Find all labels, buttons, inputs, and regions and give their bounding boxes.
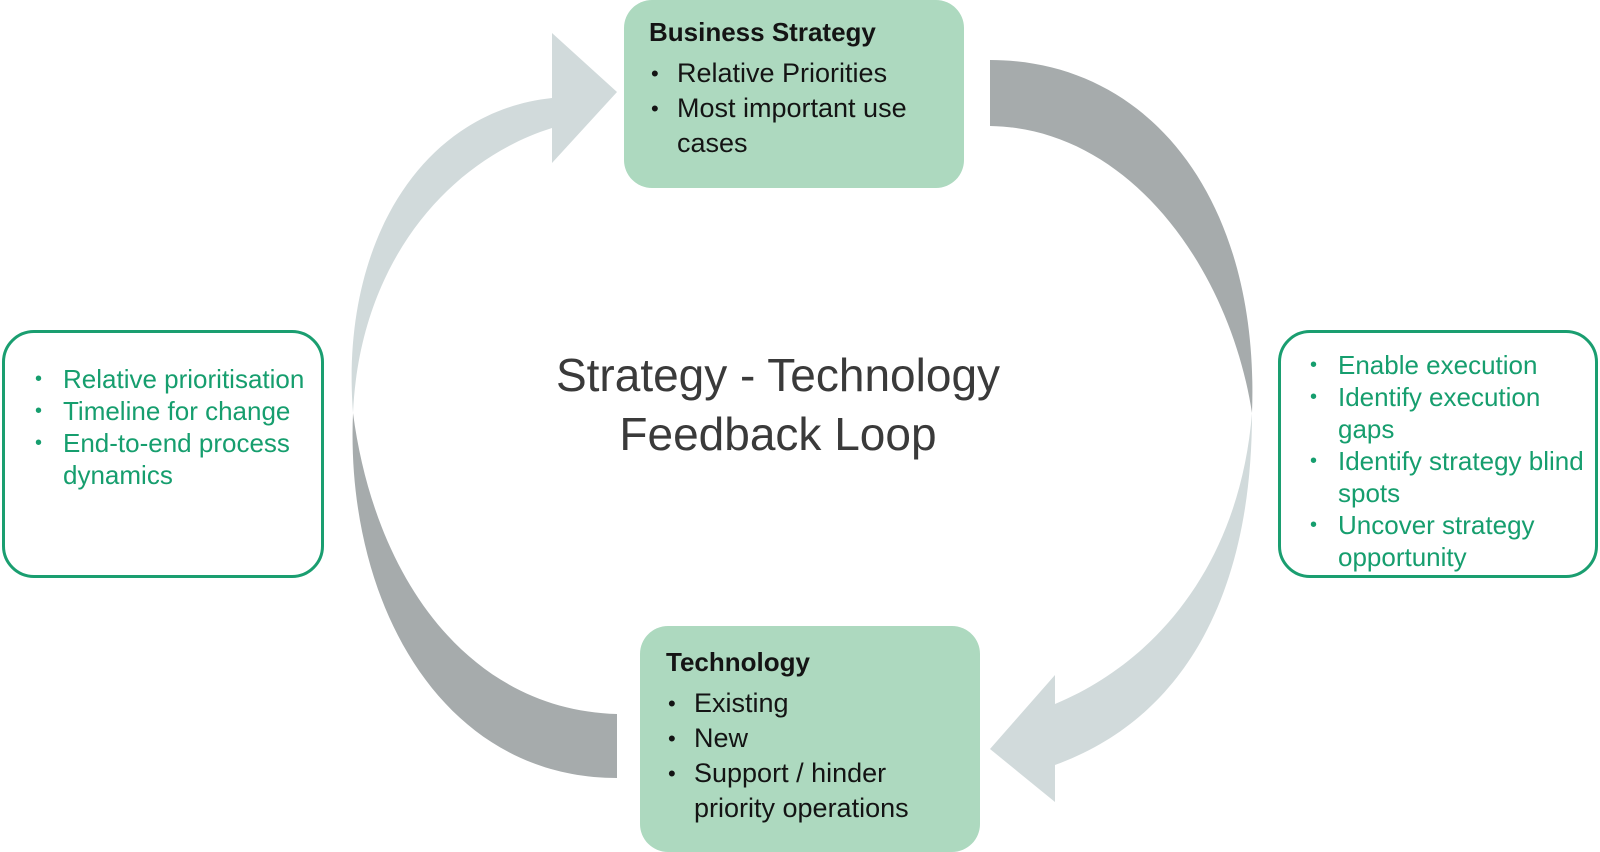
- technology-title: Technology: [666, 647, 810, 677]
- technology-item: Existing: [666, 686, 962, 721]
- arrow-left-to-top: [351, 33, 617, 413]
- business-strategy-title: Business Strategy: [649, 17, 876, 47]
- arrow-bottom-to-left: [352, 413, 617, 778]
- left-notes-box: Relative prioritisation Timeline for cha…: [2, 330, 324, 578]
- right-notes-item: Enable execution: [1308, 349, 1587, 381]
- left-notes-item: End-to-end process dynamics: [33, 427, 309, 491]
- left-notes-list: Relative prioritisation Timeline for cha…: [33, 363, 309, 491]
- right-notes-item: Identify strategy blind spots: [1308, 445, 1587, 509]
- business-strategy-item: Most important use cases: [649, 91, 946, 161]
- left-notes-item: Timeline for change: [33, 395, 309, 427]
- arrow-right-to-bottom: [990, 413, 1252, 802]
- arrow-top-to-right: [990, 60, 1253, 413]
- diagram-title-line-1: Strategy - Technology: [555, 349, 1001, 401]
- technology-box: Technology Existing New Support / hinder…: [640, 626, 980, 852]
- right-notes-box: Enable execution Identify execution gaps…: [1278, 330, 1598, 578]
- right-notes-list: Enable execution Identify execution gaps…: [1308, 349, 1587, 573]
- business-strategy-box: Business Strategy Relative Priorities Mo…: [624, 0, 964, 188]
- technology-item: New: [666, 721, 962, 756]
- left-notes-item: Relative prioritisation: [33, 363, 309, 395]
- technology-list: Existing New Support / hinder priority o…: [666, 686, 962, 826]
- technology-item: Support / hinder priority operations: [666, 756, 962, 826]
- diagram-title: Strategy - Technology Feedback Loop: [478, 346, 1078, 464]
- right-notes-item: Identify execution gaps: [1308, 381, 1587, 445]
- right-notes-item: Uncover strategy opportunity: [1308, 509, 1587, 573]
- business-strategy-item: Relative Priorities: [649, 56, 946, 91]
- diagram-title-line-2: Feedback Loop: [619, 408, 937, 460]
- business-strategy-list: Relative Priorities Most important use c…: [649, 56, 946, 161]
